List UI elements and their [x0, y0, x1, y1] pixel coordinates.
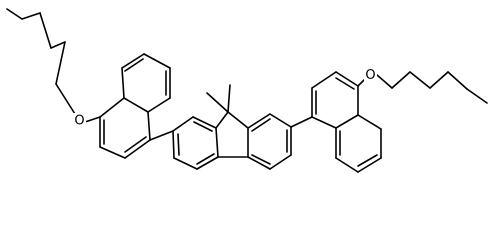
- bond: [357, 157, 382, 173]
- bond: [269, 154, 292, 170]
- bond: [391, 71, 411, 89]
- bond: [196, 153, 215, 165]
- bond: [192, 116, 217, 129]
- molecule-structure-diagram: O O: [6, 8, 488, 173]
- bond: [429, 71, 449, 89]
- bond: [147, 111, 151, 141]
- bond: [335, 157, 359, 173]
- bond: [215, 111, 229, 129]
- bond: [311, 71, 337, 89]
- bond: [147, 97, 171, 113]
- oxygen-label-right: O: [365, 68, 375, 83]
- bond: [357, 154, 378, 167]
- bond: [335, 114, 359, 129]
- left-naphthalene-ring: [99, 53, 171, 159]
- bond: [99, 146, 126, 159]
- bond-naphthyl-fluorene-left: [149, 130, 174, 141]
- bond: [251, 118, 271, 132]
- bond: [50, 41, 66, 49]
- bond: [196, 156, 219, 170]
- bond: [357, 114, 382, 130]
- bond: [335, 71, 359, 87]
- bond: [177, 133, 180, 156]
- left-hexyl-chain: [6, 8, 76, 115]
- bond: [251, 154, 271, 165]
- bond: [247, 113, 271, 129]
- right-hexyl-chain: [376, 71, 488, 104]
- bond: [335, 77, 355, 90]
- bond: [193, 121, 213, 132]
- bond: [55, 83, 76, 115]
- bond-methyl: [227, 84, 231, 113]
- bond: [143, 53, 171, 69]
- bond-methyl: [206, 92, 229, 113]
- bond: [409, 71, 431, 89]
- bond: [6, 8, 23, 20]
- bond: [39, 12, 52, 49]
- bond: [121, 53, 145, 69]
- bond: [124, 139, 151, 159]
- bond: [376, 74, 393, 89]
- fluorene-core: [172, 84, 292, 170]
- bond: [227, 111, 249, 129]
- bond: [123, 97, 149, 113]
- atom-oxygen-left: O: [73, 113, 86, 129]
- atom-oxygen-right: O: [364, 68, 377, 83]
- bond: [172, 116, 194, 132]
- bond: [121, 67, 125, 99]
- bond: [466, 88, 488, 104]
- bond-o-aryl-left: [84, 116, 101, 123]
- bond: [269, 113, 292, 128]
- bond: [124, 58, 144, 72]
- bond-naphthyl-fluorene-right: [290, 116, 313, 128]
- bond: [247, 156, 271, 170]
- right-naphthalene-ring: [311, 71, 382, 173]
- bond: [124, 136, 147, 153]
- bond: [173, 157, 198, 170]
- bond: [21, 12, 41, 20]
- bond: [55, 41, 66, 85]
- bond: [99, 97, 125, 118]
- oxygen-label-left: O: [74, 114, 84, 129]
- bond: [311, 116, 337, 129]
- bond: [172, 130, 175, 159]
- bond: [447, 71, 468, 90]
- bond: [215, 127, 219, 158]
